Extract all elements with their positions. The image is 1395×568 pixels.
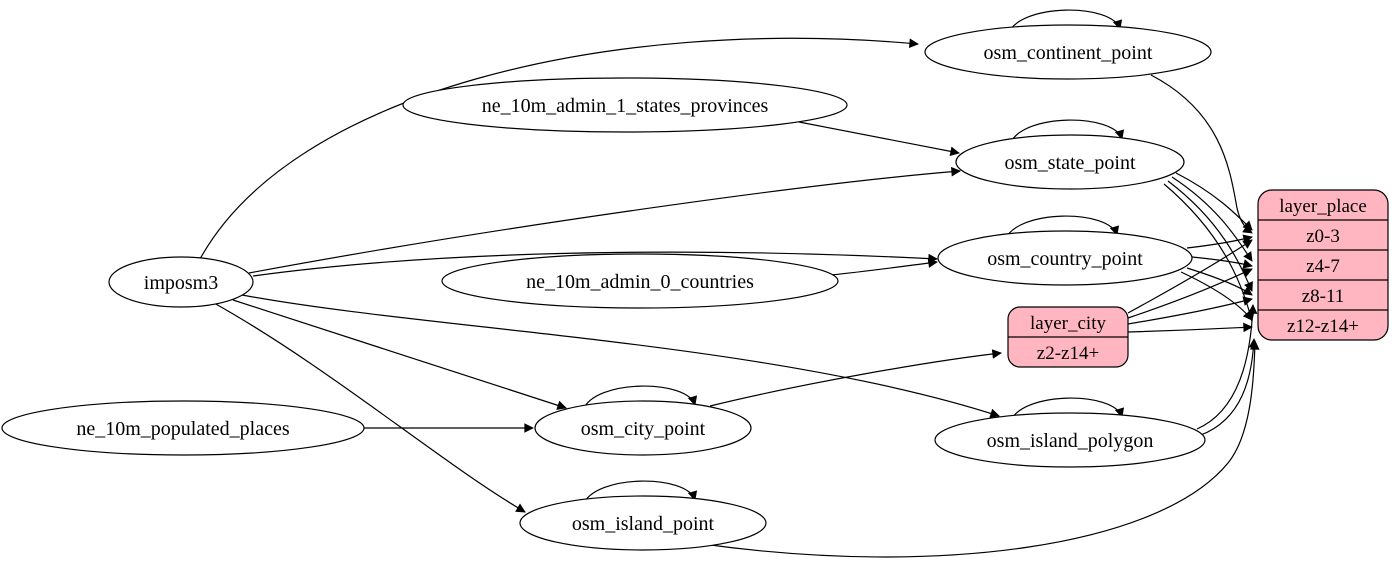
node-osm_country_point-shape	[937, 230, 1193, 286]
node-layer_place-row-z8-11: z8-11	[1302, 286, 1345, 307]
node-layer_place-row-z4-7: z4-7	[1306, 256, 1340, 277]
edge-osm_island_polygon-layer_place-z8-11	[1196, 304, 1258, 430]
node-layer_city: layer_city z2-z14+	[1007, 306, 1129, 368]
edge-layer_city-layer_place-z4-7	[1127, 268, 1253, 319]
node-imposm3-label: imposm3	[144, 272, 218, 294]
node-osm_island_polygon-label: osm_island_polygon	[987, 430, 1154, 452]
edge-ne_10m_admin_1_states_provinces-osm_state_point	[798, 121, 960, 156]
edge-osm_city_point-layer_city-z2-z14	[709, 349, 1002, 407]
edge-osm_island_point-layer_place-z12-z14	[702, 340, 1260, 558]
node-layer_place-row-z0-3: z0-3	[1306, 226, 1340, 247]
node-osm_island_polygon: osm_island_polygon	[934, 412, 1206, 468]
node-osm_state_point-shape	[955, 134, 1185, 190]
edge-self-osm_continent_point	[1007, 9, 1123, 35]
edge-imposm3-osm_country_point	[252, 251, 938, 277]
node-osm_state_point-label: osm_state_point	[1004, 152, 1136, 174]
node-layer_place-shape	[1257, 189, 1389, 341]
node-osm_continent_point-label: osm_continent_point	[984, 42, 1153, 64]
node-osm_island_point: osm_island_point	[519, 495, 767, 551]
node-ne_10m_populated_places: ne_10m_populated_places	[1, 400, 365, 456]
edge-osm_state_point-layer_place-z0-3	[1175, 172, 1253, 231]
node-layer_place: layer_place z0-3 z4-7 z8-11 z12-z14+	[1257, 189, 1389, 341]
node-layer_city-row-z2-z14: z2-z14+	[1037, 343, 1099, 364]
node-ne_10m_populated_places-shape	[1, 400, 365, 456]
edge-osm_state_point-layer_place-z4-7	[1171, 176, 1253, 262]
edge-imposm3-osm_continent_point	[199, 37, 919, 260]
edge-osm_country_point-layer_place-z0-3	[1186, 234, 1253, 249]
edge-imposm3-osm_state_point	[248, 166, 961, 274]
edge-imposm3-osm_city_point	[232, 299, 567, 410]
node-layer_city-title: layer_city	[1030, 313, 1106, 334]
edge-layer_city-layer_place-z0-3	[1127, 239, 1253, 314]
node-ne_10m_admin_1_states_provinces-label: ne_10m_admin_1_states_provinces	[482, 95, 769, 117]
node-osm_island_point-shape	[519, 495, 767, 551]
node-ne_10m_admin_1_states_provinces-shape	[402, 77, 848, 133]
node-ne_10m_admin_0_countries: ne_10m_admin_0_countries	[441, 253, 839, 309]
node-osm_city_point: osm_city_point	[534, 400, 752, 456]
node-osm_city_point-shape	[534, 400, 752, 456]
edge-imposm3-osm_island_point	[213, 302, 526, 513]
edge-osm_country_point-layer_place-z4-7	[1191, 256, 1253, 269]
edge-self-osm_country_point	[1004, 215, 1120, 241]
node-osm_country_point-label: osm_country_point	[987, 248, 1143, 270]
edges	[199, 9, 1260, 558]
node-osm_city_point-label: osm_city_point	[581, 418, 706, 440]
edge-self-osm_state_point	[1009, 119, 1125, 145]
node-ne_10m_populated_places-label: ne_10m_populated_places	[76, 418, 289, 440]
edge-self-osm_island_polygon	[1009, 397, 1125, 423]
node-osm_continent_point-shape	[924, 24, 1212, 80]
edge-self-osm_island_point	[582, 480, 698, 506]
node-layer_place-row-z12-z14: z12-z14+	[1287, 316, 1359, 337]
node-ne_10m_admin_1_states_provinces: ne_10m_admin_1_states_provinces	[402, 77, 848, 133]
node-ne_10m_admin_0_countries-shape	[441, 253, 839, 309]
node-osm_island_point-label: osm_island_point	[572, 513, 715, 535]
edge-layer_city-layer_place-z12-z14	[1127, 322, 1253, 333]
node-osm_island_polygon-shape	[934, 412, 1206, 468]
node-osm_country_point: osm_country_point	[937, 230, 1193, 286]
edge-osm_island_polygon-layer_place-z12-z14	[1200, 338, 1259, 436]
edge-layer_city-layer_place-z8-11	[1127, 296, 1253, 325]
edge-osm_state_point-layer_place-z8-11	[1167, 180, 1253, 292]
edge-osm_country_point-layer_place-z8-11	[1186, 267, 1253, 296]
node-ne_10m_admin_0_countries-label: ne_10m_admin_0_countries	[526, 271, 754, 293]
edge-ne_10m_admin_0_countries-osm_country_point	[830, 258, 938, 276]
edge-self-osm_city_point	[582, 385, 698, 411]
edge-imposm3-osm_island_polygon	[241, 294, 1000, 418]
node-osm_continent_point: osm_continent_point	[924, 24, 1212, 80]
node-layer_place-title: layer_place	[1279, 196, 1367, 217]
node-imposm3: imposm3	[108, 256, 254, 308]
node-imposm3-shape	[108, 256, 254, 308]
node-osm_state_point: osm_state_point	[955, 134, 1185, 190]
edge-osm_country_point-layer_place-z12-z14	[1180, 271, 1253, 321]
